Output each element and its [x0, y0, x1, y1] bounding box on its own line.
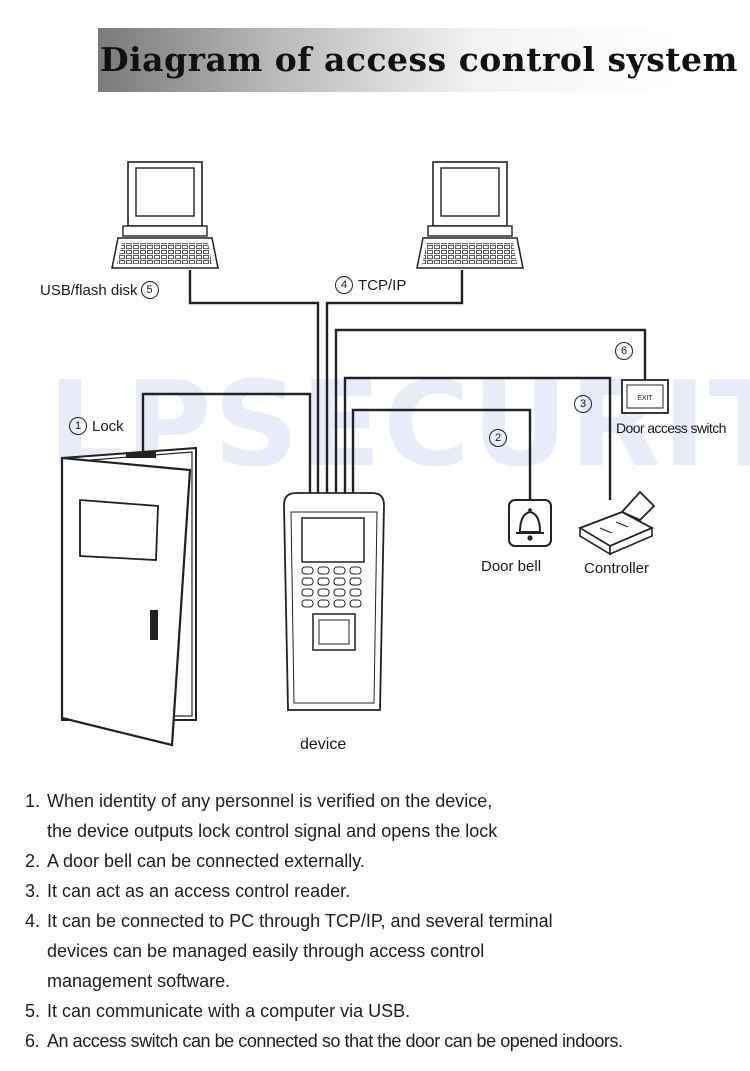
note-number: 2.	[25, 851, 41, 871]
note-line: It can act as an access control reader.	[47, 881, 351, 901]
note-item: 6. An access switch can be connected so …	[25, 1026, 740, 1056]
door-access-switch-icon: EXIT	[621, 379, 669, 414]
page-title: Diagram of access control system	[100, 40, 738, 79]
label-lock-text: Lock	[92, 417, 124, 435]
label-switch-number: 6	[615, 342, 633, 360]
label-door-access-switch: Door access switch	[616, 420, 726, 436]
label-controller: Controller	[584, 560, 650, 577]
diagram-canvas: EXIT	[60, 161, 669, 747]
note-line: It can be connected to PC through TCP/IP…	[47, 911, 553, 931]
label-usb-number: 5	[140, 281, 159, 299]
note-line: An access switch can be connected so tha…	[47, 1031, 623, 1051]
switch-plate-label: EXIT	[637, 395, 653, 402]
note-number: 4.	[25, 911, 41, 931]
note-item: 4. It can be connected to PC through TCP…	[25, 906, 740, 996]
label-tcpip-number: 4	[335, 276, 353, 294]
wiring	[141, 270, 647, 500]
note-item: 3. It can act as an access control reade…	[25, 876, 740, 906]
label-device: device	[300, 736, 347, 753]
note-text: A door bell can be connected externally.	[47, 846, 365, 876]
note-text: It can be connected to PC through TCP/IP…	[47, 906, 553, 996]
note-line: A door bell can be connected externally.	[47, 851, 365, 871]
note-number: 1.	[25, 791, 41, 811]
wire-usb	[188, 270, 320, 495]
note-text: When identity of any personnel is verifi…	[47, 786, 497, 846]
wire-controller	[343, 376, 612, 500]
label-switch-number-wrap: 6	[615, 342, 633, 360]
note-text: It can communicate with a computer via U…	[47, 996, 410, 1026]
label-lock-number: 1	[69, 417, 87, 435]
label-usb-text: USB/flash disk	[40, 281, 138, 299]
label-tcpip-text: TCP/IP	[358, 276, 407, 294]
note-number: 5.	[25, 1001, 41, 1021]
label-bell-number: 2	[489, 429, 507, 447]
note-line: devices can be managed easily through ac…	[47, 941, 485, 961]
wire-door-switch	[334, 328, 647, 495]
label-tcpip: 4 TCP/IP	[335, 276, 406, 294]
note-item: 5. It can communicate with a computer vi…	[25, 996, 740, 1026]
computer-right-icon	[416, 161, 524, 269]
note-text: It can act as an access control reader.	[47, 876, 350, 906]
note-line: management software.	[47, 971, 231, 991]
note-number: 6.	[25, 1031, 40, 1051]
label-usb: USB/flash disk 5	[40, 281, 159, 299]
label-controller-number: 3	[574, 395, 592, 413]
label-lock: 1 Lock	[69, 417, 124, 435]
wire-lock	[141, 392, 312, 495]
label-controller-number-wrap: 3	[574, 395, 592, 413]
note-item: 1. When identity of any personnel is ver…	[25, 786, 740, 846]
controller-icon	[577, 490, 656, 556]
label-bell-number-wrap: 2	[489, 429, 507, 447]
device-icon	[283, 492, 385, 711]
title-banner	[98, 28, 678, 92]
wire-tcpip	[325, 270, 464, 495]
note-line: When identity of any personnel is verifi…	[47, 791, 493, 811]
door-bell-icon	[508, 499, 552, 547]
note-item: 2. A door bell can be connected external…	[25, 846, 740, 876]
wire-door-bell	[351, 408, 532, 500]
note-text: An access switch can be connected so tha…	[47, 1026, 623, 1056]
label-door-bell: Door bell	[481, 558, 542, 575]
note-number: 3.	[25, 881, 41, 901]
note-line: the device outputs lock control signal a…	[47, 821, 498, 841]
note-line: It can communicate with a computer via U…	[47, 1001, 411, 1021]
notes-list: 1. When identity of any personnel is ver…	[25, 786, 740, 1056]
computer-left-icon	[111, 161, 219, 269]
door-icon	[60, 446, 197, 747]
